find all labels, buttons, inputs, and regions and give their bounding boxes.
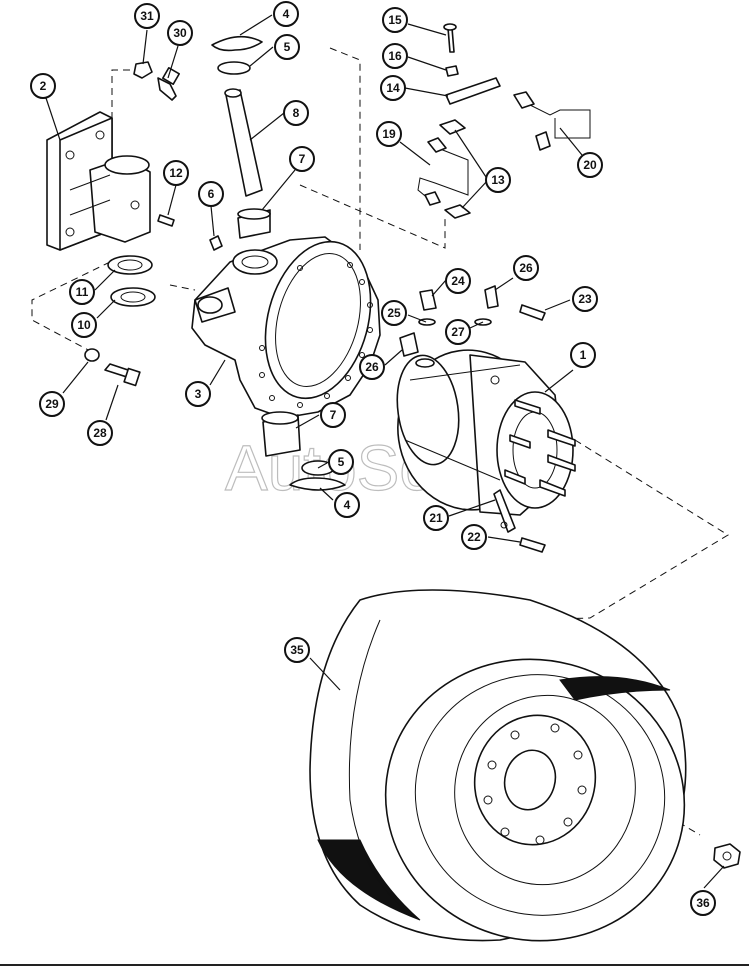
callout-25: 25 — [381, 300, 407, 326]
callout-5-top: 5 — [274, 34, 300, 60]
svg-text:27: 27 — [451, 325, 465, 339]
callout-24: 24 — [445, 268, 471, 294]
svg-text:20: 20 — [583, 158, 597, 172]
callout-23: 23 — [572, 286, 598, 312]
callout-29: 29 — [39, 391, 65, 417]
svg-text:7: 7 — [299, 152, 306, 166]
svg-text:31: 31 — [140, 9, 154, 23]
wheel-nut-part-36 — [713, 843, 741, 869]
callout-11: 11 — [69, 279, 95, 305]
svg-text:19: 19 — [382, 127, 396, 141]
svg-text:26: 26 — [519, 261, 533, 275]
callout-4-bottom: 4 — [334, 492, 360, 518]
bottom-rule — [0, 964, 749, 966]
callout-12: 12 — [163, 160, 189, 186]
callout-6: 6 — [198, 181, 224, 207]
svg-text:6: 6 — [208, 187, 215, 201]
svg-text:30: 30 — [173, 26, 187, 40]
svg-text:5: 5 — [284, 40, 291, 54]
svg-text:26: 26 — [365, 360, 379, 374]
callout-16: 16 — [382, 43, 408, 69]
callout-26-bottom: 26 — [359, 354, 385, 380]
callout-8: 8 — [283, 100, 309, 126]
callout-15: 15 — [382, 7, 408, 33]
callout-22: 22 — [461, 524, 487, 550]
svg-text:21: 21 — [429, 511, 443, 525]
callout-36: 36 — [690, 890, 716, 916]
callout-35: 35 — [284, 637, 310, 663]
callout-28: 28 — [87, 420, 113, 446]
svg-text:11: 11 — [76, 285, 89, 299]
callout-3: 3 — [185, 381, 211, 407]
callout-20: 20 — [577, 152, 603, 178]
callout-7-bottom: 7 — [320, 402, 346, 428]
svg-text:7: 7 — [330, 408, 337, 422]
svg-text:4: 4 — [344, 498, 351, 512]
svg-text:3: 3 — [195, 387, 202, 401]
svg-text:14: 14 — [386, 81, 400, 95]
svg-text:1: 1 — [580, 348, 587, 362]
callout-31: 31 — [134, 3, 160, 29]
callout-1: 1 — [570, 342, 596, 368]
callout-13: 13 — [485, 167, 511, 193]
callout-10: 10 — [71, 312, 97, 338]
svg-text:25: 25 — [387, 306, 401, 320]
callout-14: 14 — [380, 75, 406, 101]
svg-text:36: 36 — [696, 896, 710, 910]
svg-text:29: 29 — [45, 397, 59, 411]
planetary-hub-part-1 — [396, 349, 576, 533]
svg-text:22: 22 — [467, 530, 481, 544]
svg-text:35: 35 — [290, 643, 304, 657]
callout-4-top: 4 — [273, 1, 299, 27]
svg-text:2: 2 — [40, 79, 47, 93]
svg-text:28: 28 — [93, 426, 107, 440]
brake-line-parts — [417, 23, 591, 219]
svg-text:23: 23 — [578, 292, 592, 306]
hydraulic-fittings — [399, 285, 546, 553]
callout-26-top: 26 — [513, 255, 539, 281]
callout-leaders — [45, 14, 725, 889]
callout-30: 30 — [167, 20, 193, 46]
pivot-bracket-part-2 — [46, 111, 151, 251]
svg-text:4: 4 — [283, 7, 290, 21]
callout-2: 2 — [30, 73, 56, 99]
callout-21: 21 — [423, 505, 449, 531]
callout-7-top: 7 — [289, 146, 315, 172]
small-hardware-left — [84, 61, 180, 387]
svg-text:24: 24 — [451, 274, 465, 288]
svg-text:16: 16 — [388, 49, 402, 63]
callout-27: 27 — [445, 319, 471, 345]
svg-text:10: 10 — [77, 318, 91, 332]
callouts: 31 30 4 5 15 16 2 14 8 19 20 12 7 13 6 2… — [30, 1, 716, 916]
svg-text:13: 13 — [491, 173, 505, 187]
callout-19: 19 — [376, 121, 402, 147]
wheel-rim-part-35 — [309, 589, 687, 942]
svg-text:5: 5 — [338, 455, 345, 469]
svg-text:8: 8 — [293, 106, 300, 120]
kingpin-parts — [209, 35, 271, 251]
svg-text:15: 15 — [388, 13, 402, 27]
callout-5-bottom: 5 — [328, 449, 354, 475]
svg-text:12: 12 — [169, 166, 183, 180]
steering-knuckle-part-3 — [191, 236, 381, 419]
